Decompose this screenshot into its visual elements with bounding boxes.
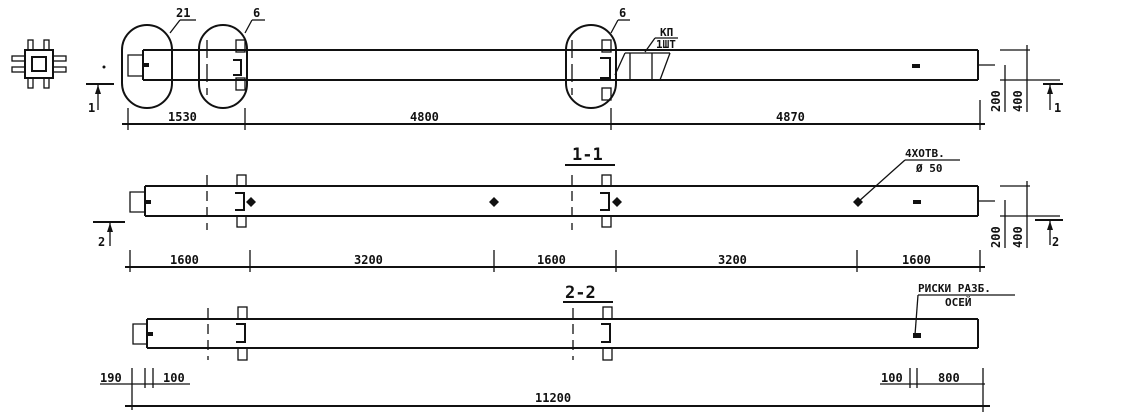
hole-marker (246, 197, 256, 207)
holes-label-line1: 4ХОТВ. (905, 147, 945, 160)
dim-4800: 4800 (410, 110, 439, 124)
hole-marker (612, 197, 622, 207)
section-mark-2-left: 2 (98, 235, 105, 249)
dim-1600-c: 1600 (902, 253, 931, 267)
kp-qty-label: 1ШТ (656, 38, 676, 51)
dim-1530: 1530 (168, 110, 197, 124)
height-dim-200-b: 200 (989, 226, 1003, 248)
section-2-2-title: 2-2 (565, 283, 596, 303)
height-dim-200: 200 (989, 90, 1003, 112)
callout-6b-label: 6 (619, 6, 626, 20)
section-1-1-title: 1-1 (572, 145, 603, 165)
holes-label-line2: Ø 50 (915, 162, 943, 175)
section-mark-1-left: 1 (88, 101, 95, 115)
dim-3200-a: 3200 (354, 253, 383, 267)
hole-marker (489, 197, 499, 207)
section-mark-1-right: 1 (1054, 101, 1061, 115)
marks-label-line1: РИСКИ РАЗБ. (918, 282, 991, 295)
dim-4870: 4870 (776, 110, 805, 124)
section-1-1-view: 1-1 4ХОТВ. Ø 50 2 (93, 145, 1063, 272)
top-view: 1 21 6 6 (86, 6, 1063, 130)
section-mark-2-right: 2 (1052, 235, 1059, 249)
kp-label: КП (660, 26, 673, 39)
dim-100-right: 100 (881, 371, 903, 385)
cross-section-icon (11, 39, 67, 89)
marks-label-line2: ОСЕЙ (945, 296, 972, 309)
dim-total-11200: 11200 (535, 391, 571, 405)
dim-190: 190 (100, 371, 122, 385)
dim-1600-b: 1600 (537, 253, 566, 267)
height-dim-400: 400 (1011, 90, 1025, 112)
dim-3200-b: 3200 (718, 253, 747, 267)
kp-plate: КП 1ШТ (612, 26, 678, 81)
dim-1600-a: 1600 (170, 253, 199, 267)
callout-21-label: 21 (176, 6, 190, 20)
section-2-2-view: 2-2 РИСКИ РАЗБ. ОСЕЙ 190 100 (100, 282, 1015, 412)
height-dim-400-b: 400 (1011, 226, 1025, 248)
dim-100-left: 100 (163, 371, 185, 385)
callout-6a-label: 6 (253, 6, 260, 20)
dim-800: 800 (938, 371, 960, 385)
